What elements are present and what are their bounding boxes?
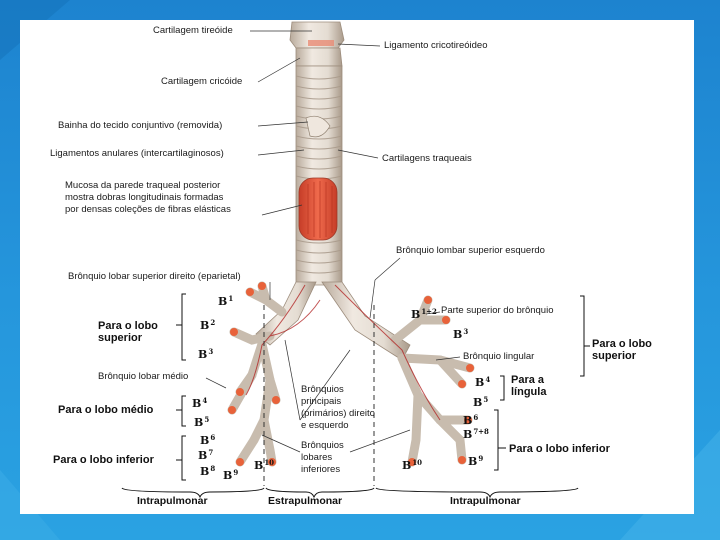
connective-tissue-sheath <box>305 115 331 138</box>
brackets <box>121 293 590 499</box>
label-bronquios-principais: Brônquios principais (primários) direito… <box>301 384 375 431</box>
segment-b10-left: B10 <box>402 458 423 472</box>
segment-b4-right: B4 <box>192 396 208 410</box>
label-bronquio-lingular: Brônquio lingular <box>463 351 535 362</box>
cricoid-cartilage <box>295 47 343 67</box>
label-bronquio-lobar-sup-esq: Brônquio lombar superior esquerdo <box>396 245 545 256</box>
segment-b5-left: B5 <box>473 395 489 409</box>
label-cartilagem-tireoide: Cartilagem tireóide <box>153 25 233 36</box>
segment-b6-left: B6 <box>463 413 479 427</box>
segment-b7-right: B7 <box>198 448 214 462</box>
right-bronchial-branches <box>227 281 287 467</box>
segment-b9-right: B9 <box>223 468 239 482</box>
group-lobo-inferior-direito: Para o lobo inferior <box>53 454 154 466</box>
segment-b1-2-left: B1+2 <box>411 307 437 321</box>
label-ligamentos-anulares: Ligamentos anulares (intercartilaginosos… <box>50 148 224 159</box>
posterior-wall-mucosa <box>298 177 338 241</box>
label-parte-superior: Parte superior do brônquio <box>441 305 554 316</box>
segment-b9-left: B9 <box>468 454 484 468</box>
group-lobo-inferior-esquerdo: Para o lobo inferior <box>509 443 610 455</box>
left-bronchial-branches <box>390 295 475 467</box>
segment-b3-left: B3 <box>453 327 469 341</box>
segment-b4-left: B4 <box>475 375 491 389</box>
segment-b6-right: B6 <box>200 433 216 447</box>
group-lobo-superior-esquerdo: Para o lobo superior <box>592 338 652 362</box>
segment-tips <box>228 282 474 466</box>
group-lingula: Para a língula <box>511 374 547 398</box>
label-cartilagem-cricoide: Cartilagem cricóide <box>161 76 243 87</box>
segment-b10-right: B10 <box>254 458 275 472</box>
zone-intrapulmonar-right: Intrapulmonar <box>450 495 521 507</box>
group-lobo-superior-direito: Para o lobo superior <box>98 320 158 344</box>
label-mucosa: Mucosa da parede traqueal posterior most… <box>65 180 231 215</box>
label-bronquio-lobar-sup-dir: Brônquio lobar superior direito (epariet… <box>68 271 241 282</box>
leader-lines <box>205 30 461 453</box>
group-lobo-medio: Para o lobo médio <box>58 404 154 416</box>
label-bainha: Bainha do tecido conjuntivo (removida) <box>58 120 223 131</box>
slide-frame: Cartilagem tireóide Ligamento cricotireó… <box>20 20 694 514</box>
segment-b3: B3 <box>198 347 214 361</box>
bronchial-vessels <box>245 284 441 421</box>
label-cartilagens-traqueais: Cartilagens traqueais <box>382 153 472 164</box>
segment-b7-8-left: B7+8 <box>463 427 489 441</box>
zone-estrapulmonar: Estrapulmonar <box>268 495 343 507</box>
segment-b2: B2 <box>200 318 216 332</box>
zone-intrapulmonar-left: Intrapulmonar <box>137 495 208 507</box>
zone-dividers <box>263 305 375 486</box>
label-bronquio-lobar-medio: Brônquio lobar médio <box>98 371 189 382</box>
left-main-bronchus <box>321 281 411 361</box>
segment-b5-right: B5 <box>194 415 210 429</box>
segment-b8-right: B8 <box>200 464 216 478</box>
bronchial-tree-illustration <box>121 21 590 499</box>
label-ligamento-cricotireoideo: Ligamento cricotireóideo <box>384 40 488 51</box>
cricothyroid-ligament <box>308 40 334 46</box>
label-bronquios-lobares: Brônquios lobares inferiores <box>301 440 344 475</box>
segment-b1: B1 <box>218 294 234 308</box>
